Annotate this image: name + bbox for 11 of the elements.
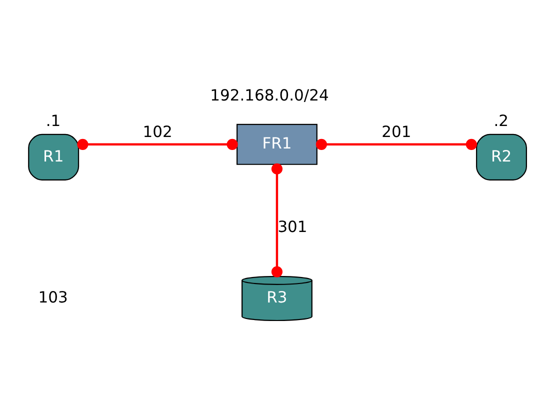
edge-label: 301 — [278, 218, 308, 236]
node-box: FR1 — [236, 124, 318, 165]
connector — [77, 138, 238, 150]
diagram-title: 192.168.0.0/24 — [210, 86, 329, 104]
node-label: .2 — [494, 112, 509, 130]
connector — [271, 163, 283, 278]
label: 103 — [38, 288, 68, 307]
edge-label: 102 — [142, 122, 172, 141]
connector — [316, 138, 477, 150]
node-label: .1 — [46, 112, 61, 130]
edge-label: 201 — [382, 122, 412, 141]
